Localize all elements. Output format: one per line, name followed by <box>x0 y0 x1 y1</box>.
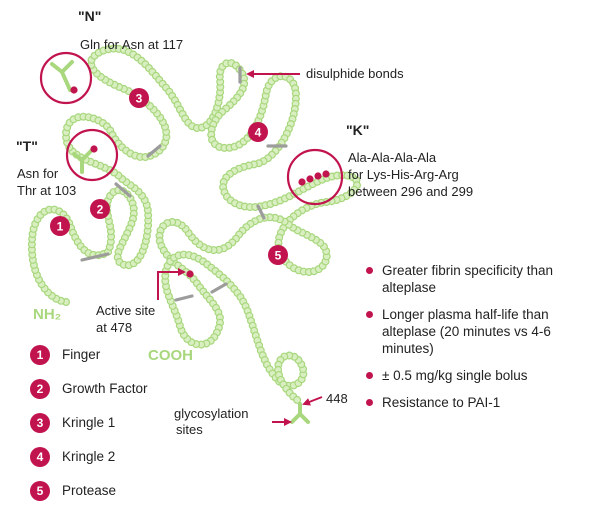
t-variant-label: "T" <box>16 138 38 154</box>
glycosylation-branches <box>50 60 310 424</box>
legend-label: Finger <box>62 347 101 362</box>
disulphide-bond <box>114 182 132 198</box>
amino-acid-bead <box>293 395 302 404</box>
legend-label: Protease <box>62 483 117 498</box>
bullet-dot-icon <box>366 311 373 318</box>
svg-text:2: 2 <box>97 203 104 217</box>
bullet-dot-icon <box>366 399 373 406</box>
bullet-dot-icon <box>366 372 373 379</box>
mutation-circle-t <box>65 128 119 182</box>
legend-item-kringle-1: 3 Kringle 1 <box>30 411 250 434</box>
n-variant-label: "N" <box>78 8 101 24</box>
mutation-circle-n <box>39 51 93 105</box>
feature-bullet-list: Greater fibrin specificity than alteplas… <box>366 262 588 421</box>
domain-badge-2: 2 <box>90 199 110 219</box>
disulphide-bond <box>174 294 194 302</box>
pointer-arrows <box>157 70 323 426</box>
domain-legend: 1 Finger 2 Growth Factor 3 Kringle 1 4 K… <box>30 343 250 513</box>
bullet-dot-icon <box>366 267 373 274</box>
bullet-text: ± 0.5 mg/kg single bolus <box>382 368 528 383</box>
k-variant-label: "K" <box>346 122 369 138</box>
bullet-text: Greater fibrin specificity than alteplas… <box>382 263 554 295</box>
glycosylation-label-2: sites <box>176 422 203 437</box>
svg-text:5: 5 <box>275 249 282 263</box>
arrow-448 <box>302 396 323 406</box>
bullet-item: Resistance to PAI-1 <box>366 394 588 411</box>
svg-text:3: 3 <box>136 92 143 106</box>
legend-badge: 2 <box>30 378 50 399</box>
mutation-highlights <box>39 51 344 206</box>
residue-296 <box>298 178 306 186</box>
glycosylation-branch-448 <box>290 402 310 424</box>
disulphide-bond <box>210 282 228 294</box>
active-site-label-2: at 478 <box>96 320 132 335</box>
n-variant-text: Gln for Asn at 117 <box>80 37 183 52</box>
svg-text:4: 4 <box>255 126 262 140</box>
arrow-active-site <box>157 268 186 300</box>
amino-acid-beads <box>27 44 362 404</box>
svg-text:1: 1 <box>57 220 64 234</box>
bullet-item: ± 0.5 mg/kg single bolus <box>366 367 588 384</box>
t-variant-text-1: Asn for <box>17 166 59 181</box>
legend-badge: 1 <box>30 344 50 365</box>
bullet-item: Greater fibrin specificity than alteplas… <box>366 262 588 296</box>
residue-299 <box>322 170 330 178</box>
legend-label: Kringle 1 <box>62 415 116 430</box>
domain-badge-4: 4 <box>248 122 268 142</box>
cooh-terminus-label: COOH <box>148 347 193 364</box>
residue-478-active-site <box>186 270 194 278</box>
legend-item-kringle-2: 4 Kringle 2 <box>30 445 250 468</box>
t-variant-text-2: Thr at 103 <box>17 183 76 198</box>
domain-badge-5: 5 <box>268 245 288 265</box>
legend-label: Growth Factor <box>62 381 148 396</box>
legend-label: Kringle 2 <box>62 449 116 464</box>
legend-item-finger: 1 Finger <box>30 343 250 366</box>
glycosylation-label-1: glycosylation <box>174 406 248 421</box>
glycosylation-branch-t <box>72 148 94 174</box>
disulphide-bond <box>80 252 110 262</box>
bullet-item: Longer plasma half-life than alteplase (… <box>366 306 588 357</box>
k-variant-text-1: Ala-Ala-Ala-Ala <box>348 150 437 165</box>
legend-item-protease: 5 Protease <box>30 479 250 502</box>
domain-badge-1: 1 <box>50 216 70 236</box>
disulphide-bond <box>256 204 266 220</box>
disulphide-bond <box>146 144 162 158</box>
residue-103 <box>90 145 98 153</box>
mutation-residues <box>70 86 330 278</box>
residue-117 <box>70 86 78 94</box>
legend-badge: 4 <box>30 446 50 467</box>
legend-badge: 3 <box>30 412 50 433</box>
disulphide-bonds <box>80 66 288 302</box>
k-variant-text-3: between 296 and 299 <box>348 184 473 199</box>
disulphide-bonds-label: disulphide bonds <box>306 66 404 81</box>
glycosylation-branch-n <box>50 60 74 92</box>
active-site-label-1: Active site <box>96 303 155 318</box>
mutation-circle-k <box>286 148 344 206</box>
domain-badge-3: 3 <box>129 88 149 108</box>
legend-badge: 5 <box>30 480 50 501</box>
legend-item-growth-factor: 2 Growth Factor <box>30 377 250 400</box>
bullet-text: Longer plasma half-life than alteplase (… <box>382 307 551 356</box>
nh2-terminus-label: NH₂ <box>33 306 61 323</box>
k-variant-text-2: for Lys-His-Arg-Arg <box>348 167 459 182</box>
bullet-text: Resistance to PAI-1 <box>382 395 501 410</box>
residue-448-label: 448 <box>326 391 348 406</box>
residue-298 <box>314 172 322 180</box>
residue-297 <box>306 175 314 183</box>
